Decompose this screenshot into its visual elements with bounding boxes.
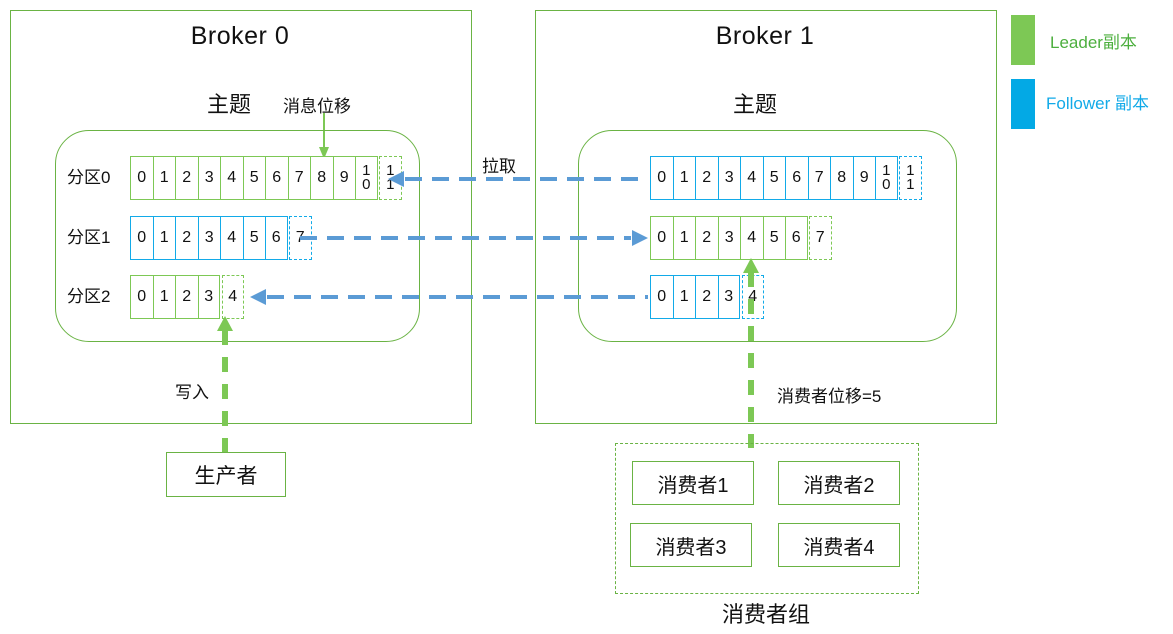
consumer-2-box[interactable]: 消费者2	[778, 461, 900, 505]
partition-cell: 1	[672, 156, 695, 200]
replication-arrow-partition-2	[250, 289, 648, 305]
consumer-4-box[interactable]: 消费者4	[778, 523, 900, 567]
broker-0-topic-label: 主题	[207, 92, 252, 117]
partition-cell: 2	[695, 156, 718, 200]
pull-label: 拉取	[482, 157, 516, 176]
partition-cell: 0	[650, 275, 673, 319]
consumer-1-box[interactable]: 消费者1	[632, 461, 754, 505]
consumer-3-box[interactable]: 消费者3	[630, 523, 752, 567]
partition-cell: 5	[242, 156, 265, 200]
partition-cell: 2	[175, 156, 198, 200]
partition-cell: 5	[762, 216, 785, 260]
legend-follower-swatch-icon	[1011, 79, 1035, 129]
partition-cell: 1	[672, 275, 695, 319]
consumer-offset-label: 消费者位移=5	[777, 387, 882, 406]
partition-cell: 9	[332, 156, 355, 200]
partition-cell: 2	[695, 216, 718, 260]
partition-cell: 6	[785, 216, 808, 260]
partition-cell: 9	[852, 156, 875, 200]
broker-0-title: Broker 0	[190, 22, 290, 50]
partition-cell: 0	[130, 275, 153, 319]
partition-cell: 7	[287, 156, 310, 200]
partition-cell: 4	[220, 216, 243, 260]
replication-arrow-partition-0	[388, 171, 648, 187]
partition-cell: 0	[130, 156, 153, 200]
partition-cell: 3	[197, 156, 220, 200]
partition-cell: 3	[197, 275, 220, 319]
partition-cell: 4	[740, 216, 763, 260]
partition-cell: 1	[152, 156, 175, 200]
producer-box[interactable]: 生产者	[166, 452, 286, 497]
partition-cell: 4	[220, 156, 243, 200]
broker-0-container	[10, 10, 472, 424]
partition-cell-next: 7	[809, 216, 832, 260]
partition-cell: 3	[197, 216, 220, 260]
broker-0-partition-1-label: 分区1	[67, 228, 111, 247]
replication-arrow-partition-1	[300, 230, 648, 246]
legend-leader-swatch-icon	[1011, 15, 1035, 65]
producer-write-arrow	[217, 316, 233, 456]
partition-cell: 0	[130, 216, 153, 260]
partition-cell: 4	[740, 156, 763, 200]
partition-cell: 1	[152, 216, 175, 260]
partition-cell: 3	[717, 275, 740, 319]
legend-leader-label: Leader副本	[1050, 33, 1137, 52]
partition-cell: 8	[310, 156, 333, 200]
consumer-group-label: 消费者组	[721, 602, 810, 627]
partition-cell: 6	[265, 156, 288, 200]
partition-cell: 5	[242, 216, 265, 260]
partition-cell: 6	[785, 156, 808, 200]
partition-cell: 3	[717, 216, 740, 260]
partition-cell: 6	[265, 216, 288, 260]
write-label: 写入	[175, 383, 209, 402]
broker-1-container	[535, 10, 997, 424]
partition-cell: 0	[650, 156, 673, 200]
partition-cell-next: 4	[221, 275, 244, 319]
broker-1-topic-label: 主题	[733, 92, 778, 117]
message-offset-arrow-icon	[319, 113, 329, 159]
broker-0-partition-2-label: 分区2	[67, 287, 111, 306]
partition-cell: 5	[762, 156, 785, 200]
partition-cell: 1	[152, 275, 175, 319]
broker-0-partition-0-label: 分区0	[67, 168, 111, 187]
partition-cell: 0	[650, 216, 673, 260]
partition-cell: 7	[807, 156, 830, 200]
partition-cell: 2	[175, 275, 198, 319]
partition-cell: 3	[717, 156, 740, 200]
partition-cell: 8	[830, 156, 853, 200]
consumer-offset-arrow	[743, 258, 759, 448]
legend-follower-label: Follower 副本	[1046, 94, 1149, 113]
consumer-group-box	[615, 443, 919, 594]
partition-cell: 2	[695, 275, 718, 319]
partition-cell: 2	[175, 216, 198, 260]
broker-1-title: Broker 1	[715, 22, 815, 50]
message-offset-label: 消息位移	[283, 97, 351, 116]
partition-cell: 1	[672, 216, 695, 260]
